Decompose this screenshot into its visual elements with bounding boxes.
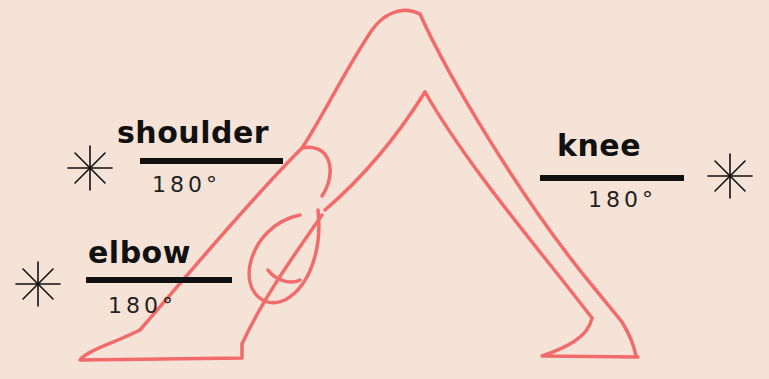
- angle-value: 180°: [108, 295, 177, 317]
- angle-value: 180°: [588, 189, 657, 211]
- joint-name: shoulder: [117, 118, 269, 148]
- figure-outline: [80, 10, 638, 360]
- label-bars: [86, 161, 684, 280]
- joint-name: elbow: [88, 238, 191, 268]
- joint-name: knee: [557, 131, 641, 161]
- angle-value: 180°: [152, 174, 221, 196]
- asterisk-symbols: [16, 146, 752, 306]
